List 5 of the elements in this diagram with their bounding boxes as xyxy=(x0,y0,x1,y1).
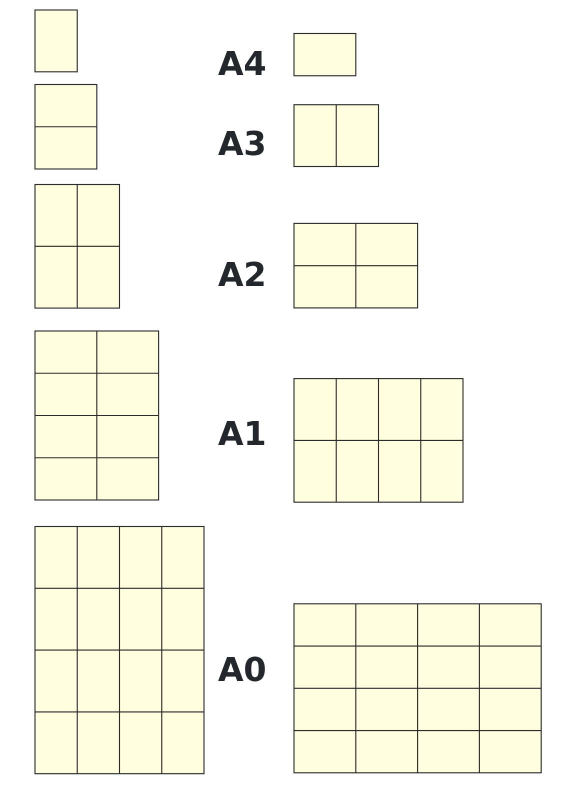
size-label: A2 xyxy=(218,258,267,291)
size-label: A0 xyxy=(218,653,267,686)
size-label: A4 xyxy=(218,47,267,80)
size-label: A1 xyxy=(218,417,267,450)
size-label: A3 xyxy=(218,127,267,160)
